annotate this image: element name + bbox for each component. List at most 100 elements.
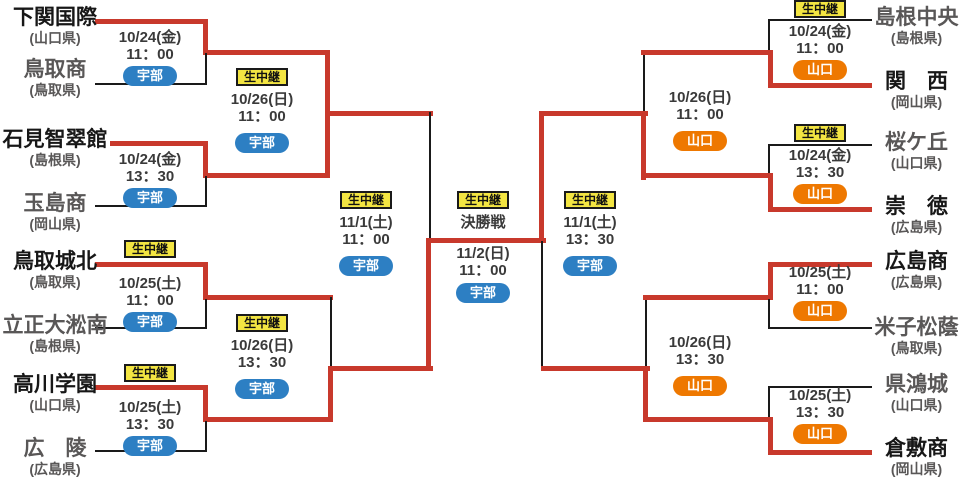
bracket-line [205,176,207,207]
venue-badge: 山口 [793,184,847,204]
bracket-line [205,299,207,329]
bracket-line-red [95,19,208,24]
match-time: 13：30 [795,404,845,421]
match-time: 11：00 [126,46,174,63]
venue-badge: 宇部 [235,133,289,153]
team-kansai: 関 西 (岡山県) [873,70,960,111]
team-prefecture: (島根県) [890,30,943,46]
team-prefecture: (広島県) [890,219,943,235]
team-name: 高川学園 [13,373,97,396]
team-sotoku: 崇 徳 (広島県) [873,195,960,236]
match-date: 10/25(土) [118,275,182,292]
bracket-line [645,297,647,368]
live-badge: 生中継 [563,191,616,209]
bracket-line-red [328,366,433,371]
venue-badge: 山口 [673,131,727,151]
bracket-line [330,297,332,368]
match-time: 13：30 [237,354,287,371]
team-prefecture: (山口県) [890,155,943,171]
match-time: 13：30 [125,168,175,185]
team-tottorisho: 鳥取商 (鳥取県) [0,58,110,99]
team-hiroshimasho: 広島商 (広島県) [873,250,960,291]
bracket-line [768,386,872,388]
match-info-final: 生中継 決勝戦 11/2(日) 11：00 宇部 [428,191,538,303]
match-info-r2: 生中継 10/24(金) 13：30 山口 [765,124,875,204]
team-name: 石見智翠館 [2,128,108,151]
team-prefecture: (山口県) [29,30,81,46]
team-prefecture: (山口県) [29,397,81,413]
live-badge: 生中継 [235,314,288,332]
match-info-r4: 10/25(土) 13：30 山口 [765,387,875,444]
match-date: 10/26(日) [668,334,732,351]
team-name: 鳥取商 [23,58,87,81]
match-date: 10/26(日) [230,91,294,108]
match-info-l4: 生中継 10/25(土) 13：30 宇部 [95,364,205,456]
bracket-line [205,53,207,85]
bracket-line-red [641,111,646,180]
bracket-line [429,112,431,240]
bracket-line-red [643,295,773,300]
team-tamashimasho: 玉島商 (岡山県) [0,192,110,233]
match-info-r1: 生中継 10/24(金) 11：00 山口 [765,0,875,80]
match-time: 11：00 [796,40,844,57]
bracket-line-red [95,262,208,267]
venue-badge: 宇部 [235,379,289,399]
match-info-l3: 生中継 10/25(土) 11：00 宇部 [95,240,205,332]
team-sakuragaoka: 桜ケ丘 (山口県) [873,131,960,172]
bracket-line [768,19,872,21]
venue-badge: 山口 [793,301,847,321]
venue-badge: 山口 [793,424,847,444]
team-name: 広 陵 [23,437,87,460]
bracket-line-red [203,417,333,422]
match-date: 10/24(金) [118,29,182,46]
venue-badge: 山口 [673,376,727,396]
match-time: 11：00 [342,231,390,248]
match-info-semifinal-left: 生中継 11/1(土) 11：00 宇部 [311,191,421,276]
venue-badge: 宇部 [123,436,177,456]
final-label: 決勝戦 [460,214,506,231]
match-time: 13：30 [125,416,175,433]
team-name: 島根中央 [874,6,959,29]
bracket-line-red [203,50,330,55]
venue-badge: 宇部 [563,256,617,276]
live-badge: 生中継 [339,191,392,209]
match-date: 11/1(土) [339,214,393,231]
bracket-line-red [768,207,872,212]
team-name: 下関国際 [13,6,97,29]
bracket-line-red [203,262,208,300]
bracket-line [205,421,207,452]
team-prefecture: (岡山県) [890,94,943,110]
team-prefecture: (島根県) [29,152,81,168]
team-name: 玉島商 [23,192,87,215]
team-name: 関 西 [885,70,948,93]
live-badge: 生中継 [123,364,176,382]
team-kurashikisho: 倉敷商 (岡山県) [873,437,960,478]
team-prefecture: (鳥取県) [29,274,81,290]
team-prefecture: (岡山県) [890,461,943,477]
match-date: 10/25(土) [118,399,182,416]
team-name: 倉敷商 [885,437,948,460]
venue-badge: 宇部 [123,66,177,86]
team-prefecture: (広島県) [890,274,943,290]
bracket-line-red [110,141,208,146]
team-prefecture: (島根県) [29,338,81,354]
team-name: 米子松蔭 [874,316,959,339]
match-date: 11/1(土) [563,214,617,231]
match-date: 10/26(日) [668,89,732,106]
bracket-line-red [643,366,648,422]
match-time: 11：00 [126,292,174,309]
match-info-l2: 10/24(金) 13：30 宇部 [95,151,205,208]
live-badge: 生中継 [235,68,288,86]
bracket-line-red [426,238,546,243]
team-shimane-chuo: 島根中央 (島根県) [873,6,960,47]
match-info-l-qf-top: 生中継 10/26(日) 11：00 宇部 [207,68,317,153]
match-time: 13：30 [565,231,615,248]
match-time: 11：00 [459,262,507,279]
team-name: 崇 徳 [885,195,948,218]
bracket-line [768,299,770,329]
bracket-line-red [768,417,773,455]
bracket-line-red [328,366,333,422]
bracket-line-red [539,111,544,243]
team-name: 鳥取城北 [13,250,97,273]
